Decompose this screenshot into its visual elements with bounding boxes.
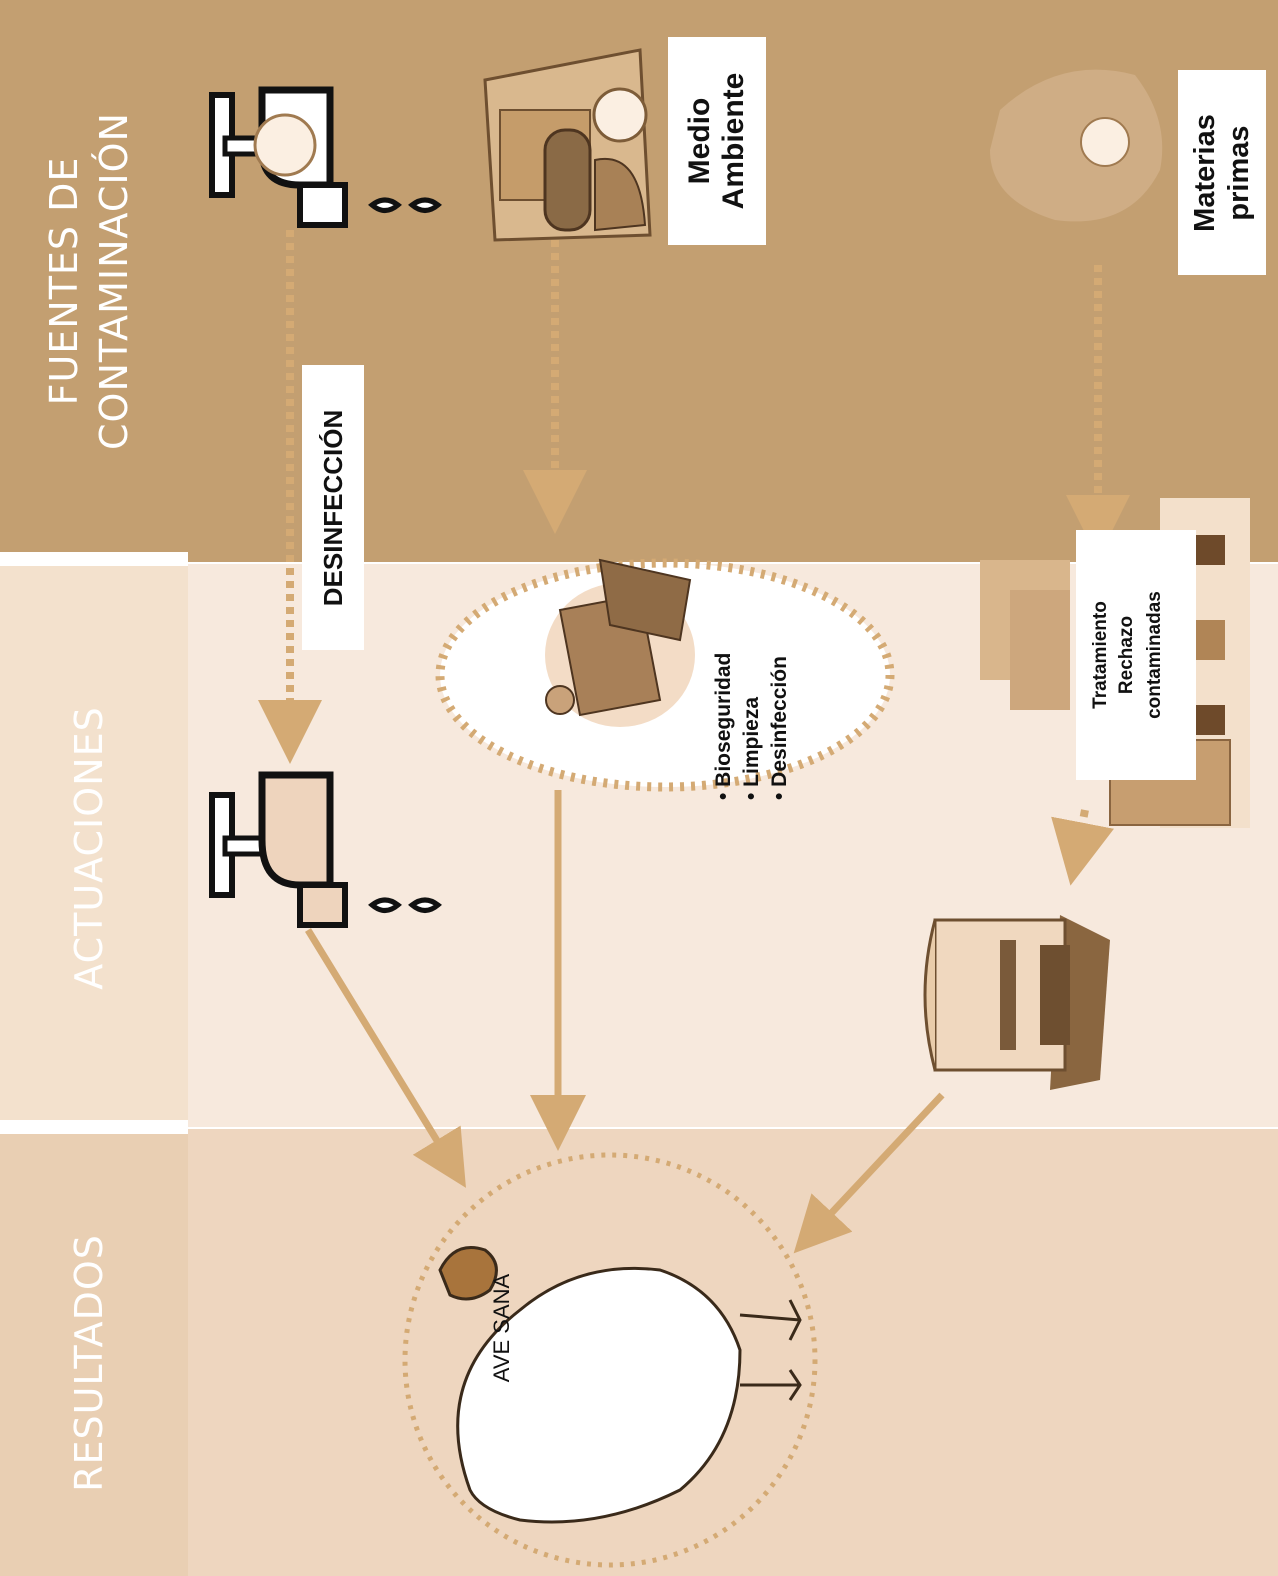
environment-label [668,37,766,245]
biosecurity-list-text: • Bioseguridad • Limpieza • Desinfección [712,652,791,800]
disinfection-label-text: DESINFECCIÓN [318,409,348,607]
environment-building-icon [483,48,652,242]
healthy-bird-label: AVE SANA [489,1273,514,1383]
treatment-label-text: Tratamiento [1090,601,1111,709]
water-tap-contaminated-icon [209,86,442,228]
raw-materials-label-text: Materias primas [1189,114,1255,232]
result-arrows [305,790,945,1254]
reject-label-text: Rechazo contaminadas [1116,591,1165,719]
environment-label-text: Medio Ambiente [683,72,750,210]
healthy-bird-boundary [402,1152,818,1568]
silo-icon [923,915,1110,1090]
actions-header [0,566,188,1120]
clean-water-tap-icon [209,771,442,928]
farm-workers-icon [545,558,695,727]
treatment-label [1076,530,1196,780]
silo-to-bird-arrow [793,1092,945,1254]
healthy-chicken-icon [438,1246,802,1524]
tap-to-bird-arrow [305,928,466,1188]
results-header [0,1134,188,1576]
sources-header [0,0,188,552]
disinfection-label [302,365,364,650]
contamination-arrows [258,230,1130,886]
raw-materials-icon [990,69,1163,222]
raw-materials-label [1178,70,1266,275]
treatment-to-silo-arrow [1051,809,1114,886]
